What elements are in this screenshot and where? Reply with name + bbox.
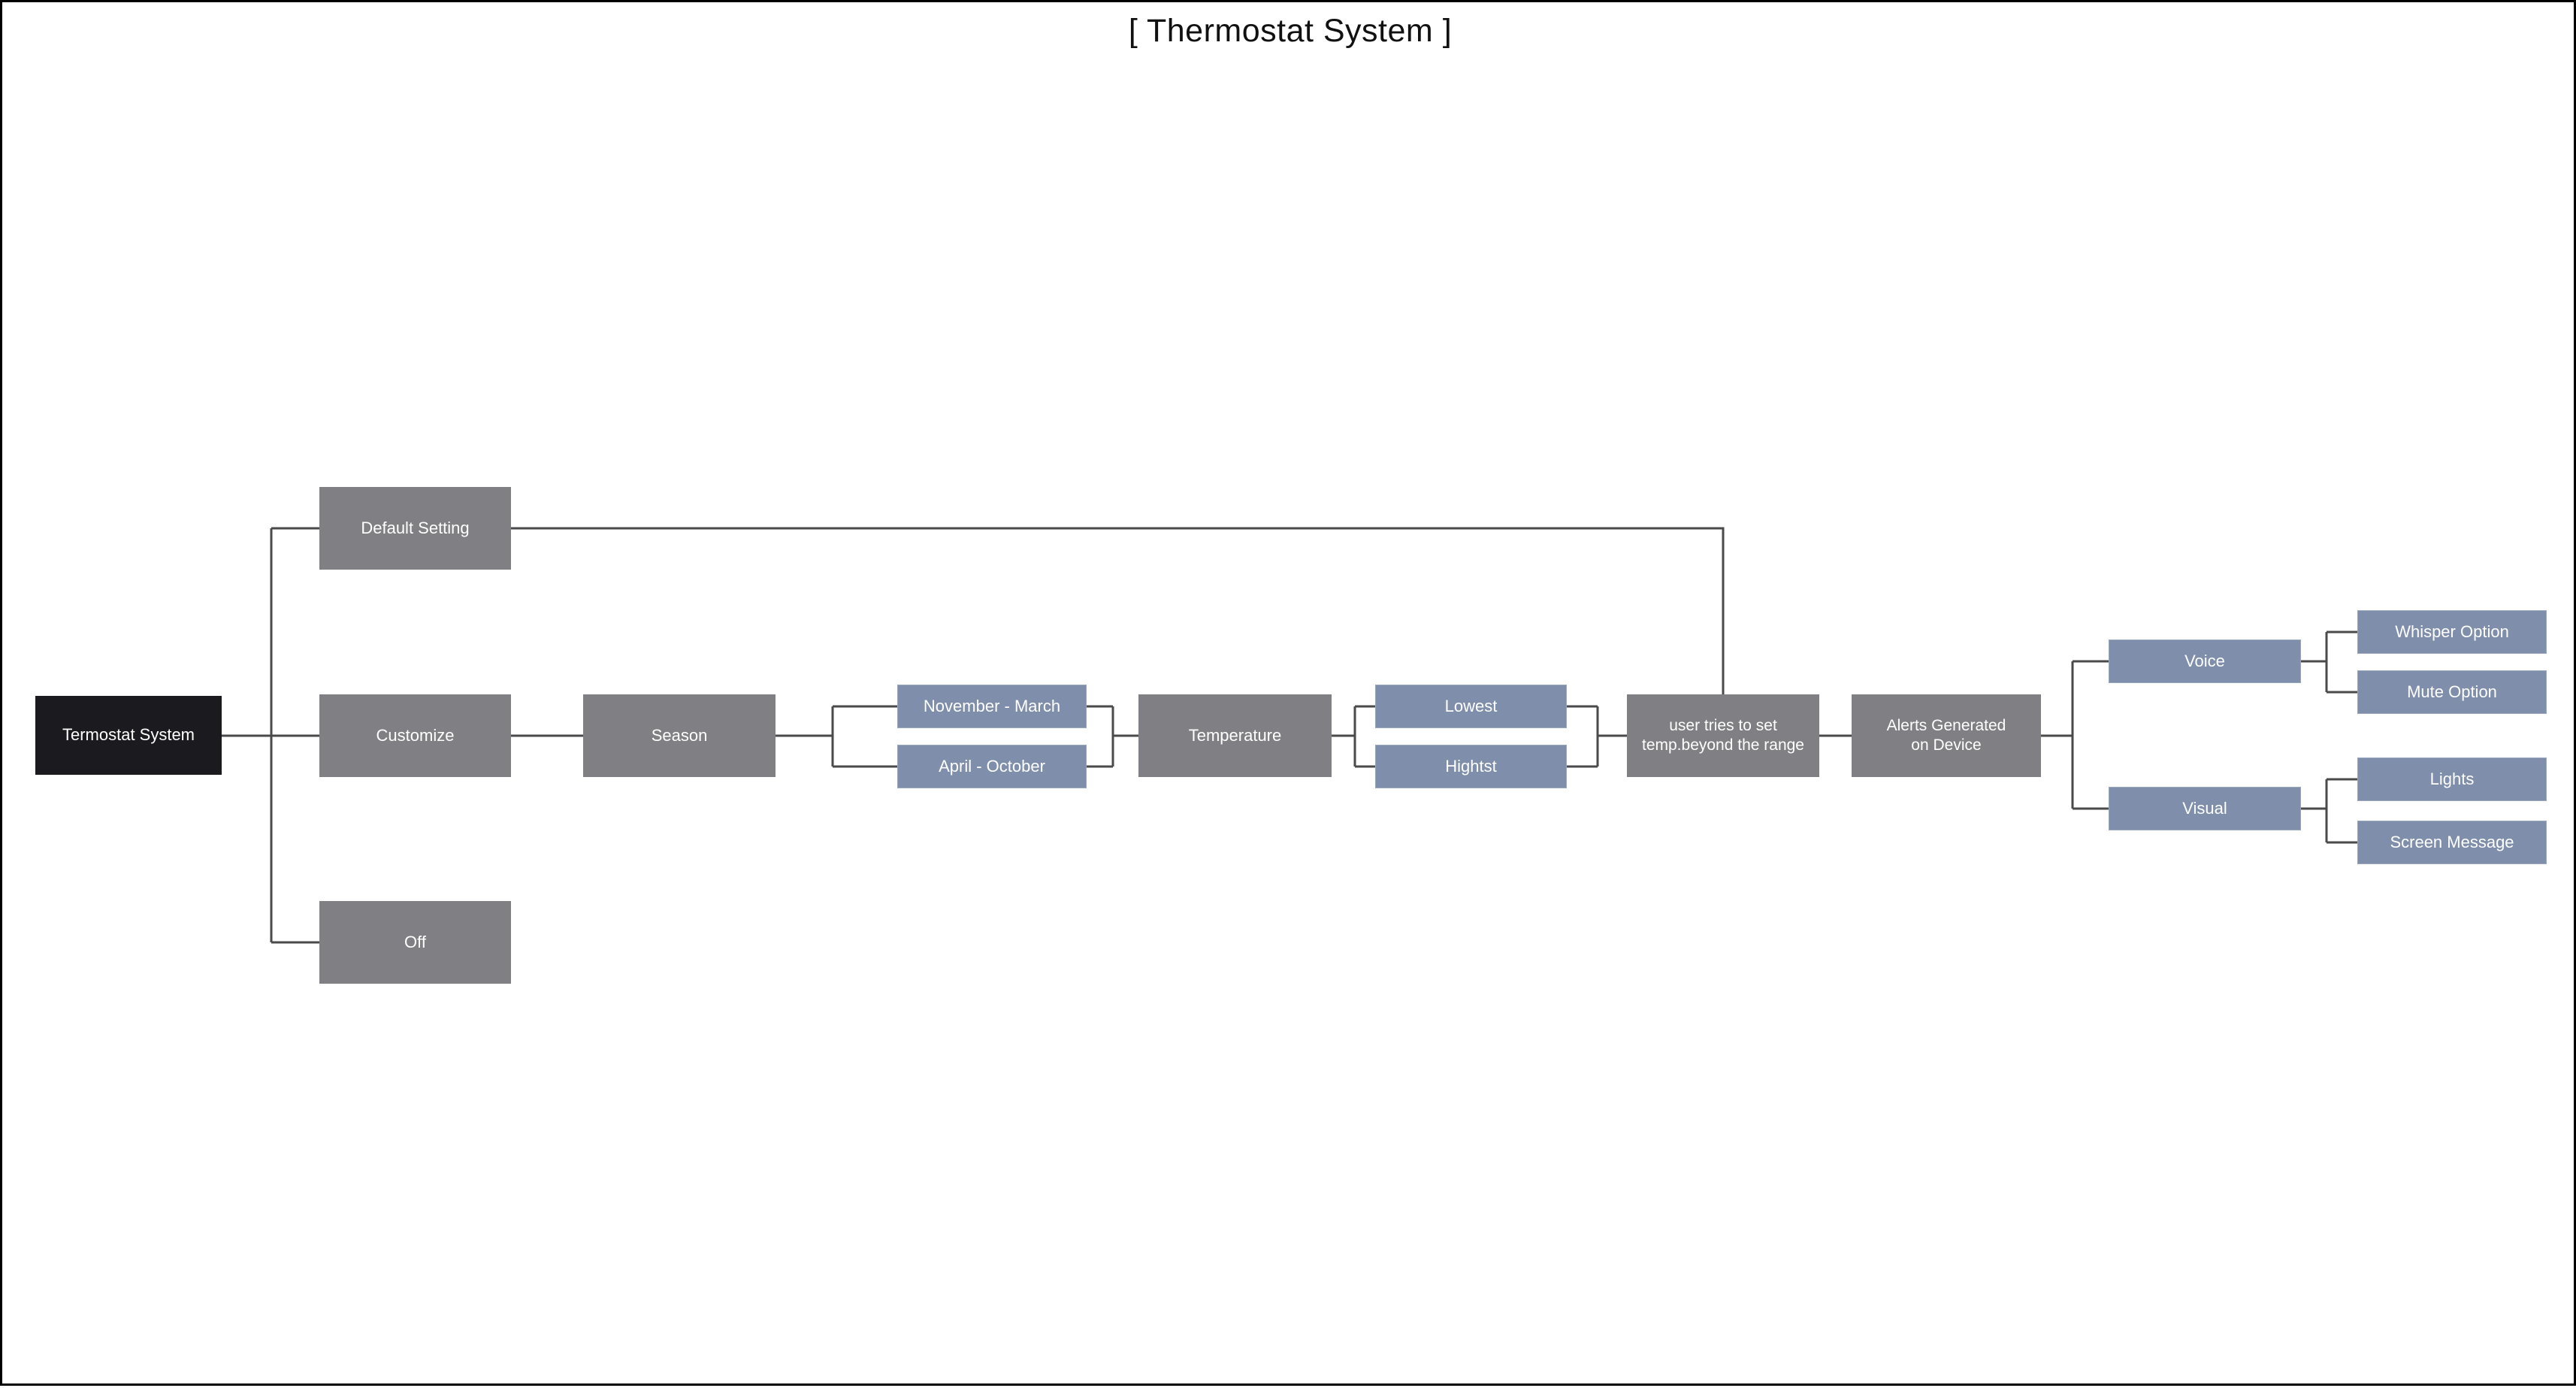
node-april-october[interactable]: April - October (897, 745, 1087, 788)
node-user-tries-beyond-range[interactable]: user tries to set temp.beyond the range (1627, 694, 1819, 777)
node-visual[interactable]: Visual (2109, 787, 2301, 830)
node-label: Mute Option (2407, 682, 2497, 701)
node-label: Visual (2182, 798, 2227, 818)
page-title: [ Thermostat System ] (1128, 13, 1453, 49)
node-screen-message[interactable]: Screen Message (2357, 821, 2547, 864)
node-whisper-option[interactable]: Whisper Option (2357, 610, 2547, 654)
node-label: Temperature (1188, 725, 1282, 745)
node-voice[interactable]: Voice (2109, 640, 2301, 683)
node-label: Whisper Option (2395, 621, 2509, 641)
node-label: Hightst (1445, 756, 1497, 776)
node-label: Termostat System (62, 725, 195, 745)
node-label: Voice (2184, 651, 2225, 670)
node-mute-option[interactable]: Mute Option (2357, 670, 2547, 714)
node-label: Alerts Generated on Device (1886, 717, 2006, 754)
node-label: Default Setting (361, 518, 470, 537)
node-default-setting[interactable]: Default Setting (319, 487, 511, 570)
node-customize[interactable]: Customize (319, 694, 511, 777)
node-label: Screen Message (2390, 832, 2514, 851)
node-november-march[interactable]: November - March (897, 685, 1087, 728)
node-temperature[interactable]: Temperature (1138, 694, 1332, 777)
node-termostat-system[interactable]: Termostat System (35, 696, 222, 775)
node-alerts-generated-on-device[interactable]: Alerts Generated on Device (1852, 694, 2041, 777)
node-label: November - March (923, 696, 1061, 715)
node-label: April - October (939, 756, 1045, 776)
node-season[interactable]: Season (583, 694, 776, 777)
node-label: user tries to set temp.beyond the range (1642, 717, 1804, 754)
node-lowest[interactable]: Lowest (1375, 685, 1567, 728)
node-label: Lowest (1444, 696, 1498, 715)
node-label: Lights (2429, 769, 2475, 788)
node-lights[interactable]: Lights (2357, 758, 2547, 801)
edge-default-setting-beyond-range (511, 527, 1725, 694)
node-label: Off (404, 932, 426, 951)
node-off[interactable]: Off (319, 901, 511, 984)
node-label: Season (651, 725, 708, 745)
node-label: Customize (376, 725, 455, 745)
node-hightst[interactable]: Hightst (1375, 745, 1567, 788)
